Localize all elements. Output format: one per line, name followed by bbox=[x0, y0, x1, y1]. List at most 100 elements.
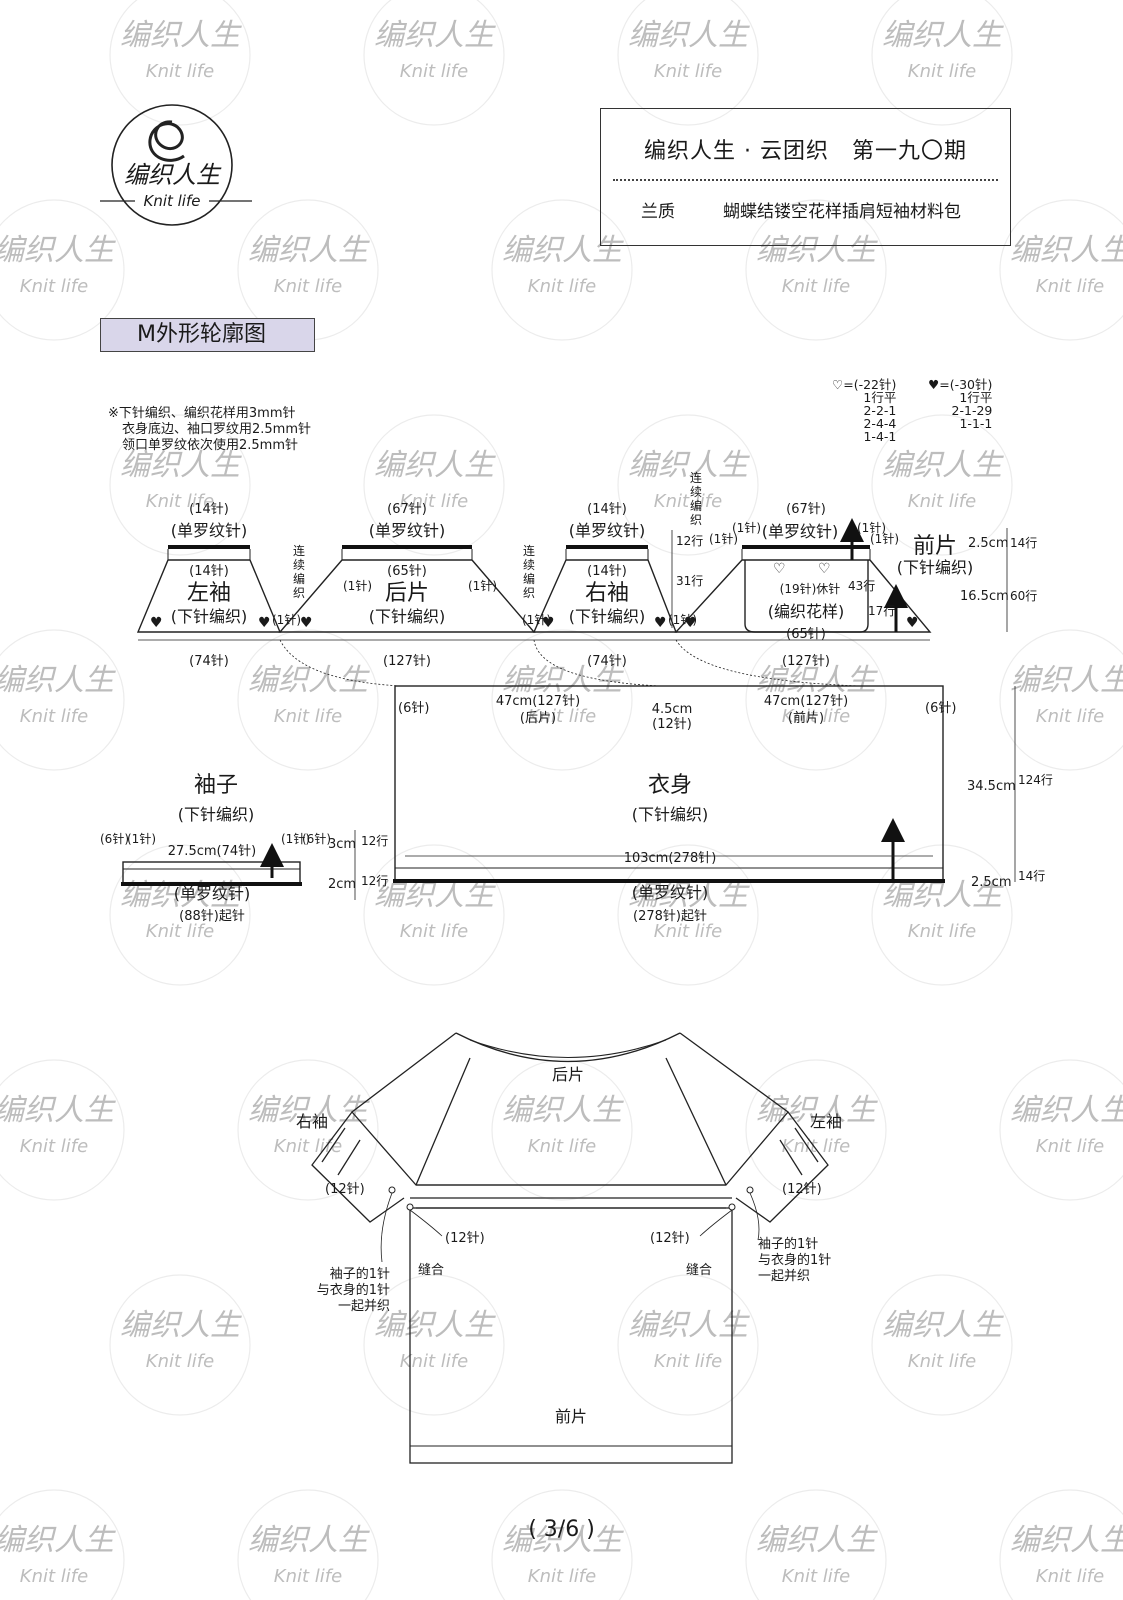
watermark-circle bbox=[491, 1489, 633, 1600]
section-title: M外形轮廓图 bbox=[100, 318, 315, 352]
body-edge-left: (6针) bbox=[398, 701, 429, 716]
watermark-circle bbox=[237, 1489, 379, 1600]
right-sleeve-method: (下针编织) bbox=[569, 607, 646, 626]
solid-heart-icon: ♥ bbox=[300, 615, 313, 631]
one-st-label: (1针) bbox=[468, 578, 497, 593]
sleeve-side1-left: (1针) bbox=[127, 831, 156, 846]
watermark-text: 编织人生 bbox=[374, 1308, 496, 1343]
solid-heart-icon: ♥ bbox=[684, 615, 697, 631]
right-sleeve-rib: (单罗纹针) bbox=[569, 521, 646, 540]
left-sleeve-rib: (单罗纹针) bbox=[171, 521, 248, 540]
watermark-circle bbox=[999, 1059, 1123, 1201]
join-note-line: 一起并织 bbox=[338, 1299, 390, 1314]
continuous-knit-label: 连 续 编 织 连 续 编 织 连 续 编 织 bbox=[293, 470, 702, 600]
yoke-height: 16.5cm bbox=[960, 589, 1009, 604]
body-height-rows: 124行 bbox=[1018, 773, 1053, 787]
body-method: (下针编织) bbox=[632, 805, 709, 824]
body-rib-height: 2.5cm bbox=[971, 875, 1012, 890]
watermark-text: 编织人生 bbox=[0, 663, 116, 698]
assembly-front-label: 前片 bbox=[555, 1407, 587, 1426]
continuous-char: 编 bbox=[690, 498, 702, 513]
assembly-st12: (12针) bbox=[650, 1231, 690, 1246]
open-heart-icon: ♡ bbox=[832, 377, 844, 392]
sleeve-side6-left: (6针) bbox=[100, 831, 129, 846]
one-stitch-labels: (1针) (1针) (1针) (1针) (1针) (1针) (1针) (1针) … bbox=[272, 520, 899, 627]
left-sleeve-top-st: (14针) bbox=[189, 502, 229, 517]
yoke-rows: 60行 bbox=[1010, 589, 1037, 603]
sleeve-side1-right: (1针) bbox=[281, 831, 310, 846]
watermark-text: 编织人生 bbox=[1010, 663, 1123, 698]
watermark-text: 编织人生 bbox=[628, 18, 750, 53]
watermark-circle bbox=[745, 1489, 887, 1600]
sleeve-h1-rows: 12行 bbox=[361, 834, 388, 848]
watermark-text: 编织人生 bbox=[0, 1523, 116, 1558]
continuous-char: 编 bbox=[523, 571, 535, 586]
continuous-char: 织 bbox=[293, 586, 305, 600]
watermark-circle bbox=[871, 414, 1013, 556]
open-heart-icon: ♡ bbox=[773, 561, 786, 577]
watermark-text: 编织人生 bbox=[756, 233, 878, 268]
assembly-diagram bbox=[311, 1032, 829, 1464]
sleeve-side6-right: (6针) bbox=[302, 831, 331, 846]
watermark-text: 编织人生 bbox=[0, 1093, 116, 1128]
legend-row: 2-2-1 bbox=[863, 403, 897, 418]
watermark-text: 编织人生 bbox=[120, 18, 242, 53]
front-inner-st: (65针) bbox=[786, 627, 826, 642]
join-note-line: 袖子的1针 bbox=[758, 1236, 818, 1252]
watermark-text: 编织人生 bbox=[248, 1093, 370, 1128]
watermark-text: 编织人生 bbox=[882, 1308, 1004, 1343]
note-line: 领口单罗纹依次使用2.5mm针 bbox=[122, 438, 299, 453]
sleeve-method: (下针编织) bbox=[178, 805, 255, 824]
continuous-char: 连 bbox=[293, 543, 305, 558]
watermark-text: Knit life bbox=[400, 491, 468, 512]
continuous-char: 续 bbox=[523, 558, 535, 572]
watermark-circle bbox=[363, 0, 505, 126]
watermark-text: 编织人生 bbox=[374, 448, 496, 483]
left-sleeve-inner-st: (14针) bbox=[189, 564, 229, 579]
open-heart-icon: ♡ bbox=[818, 561, 831, 577]
legend-row: 1行平 bbox=[863, 390, 897, 405]
header-title: 编织人生 · 云团织 第一九〇期 bbox=[644, 139, 967, 164]
one-st-label: (1针) bbox=[668, 612, 697, 627]
watermark-text: Knit life bbox=[20, 1566, 88, 1587]
product-name: 蝴蝶结镂空花样插肩短袖材料包 bbox=[723, 202, 961, 222]
back-bottom-st: (127针) bbox=[383, 654, 431, 669]
watermark-text: Knit life bbox=[146, 1351, 214, 1372]
solid-heart-icon: ♥ bbox=[542, 615, 555, 631]
join-note-line: 与衣身的1针 bbox=[758, 1252, 831, 1268]
watermark-circle bbox=[999, 1489, 1123, 1600]
watermark-text: Knit life bbox=[908, 61, 976, 82]
watermark-text: Knit life bbox=[1036, 276, 1104, 297]
continuous-char: 织 bbox=[523, 586, 535, 600]
note-line: ※下针编织、编织花样用3mm针 bbox=[108, 406, 296, 421]
back-method: (下针编织) bbox=[369, 607, 446, 626]
join-note-line: 一起并织 bbox=[758, 1269, 810, 1284]
sleeve-rib: (单罗纹针) bbox=[174, 884, 251, 903]
one-st-label: (1针) bbox=[272, 612, 301, 627]
watermark-text: Knit life bbox=[1036, 706, 1104, 727]
watermark-text: 编织人生 bbox=[120, 1308, 242, 1343]
watermark-text: 编织人生 bbox=[248, 1523, 370, 1558]
watermark-text: Knit life bbox=[528, 276, 596, 297]
left-sleeve-bottom-st: (74针) bbox=[189, 654, 229, 669]
watermark-circle bbox=[491, 629, 633, 771]
watermark-text: Knit life bbox=[146, 61, 214, 82]
back-name: 后片 bbox=[385, 581, 429, 606]
one-st-label: (1针) bbox=[732, 520, 761, 535]
watermark-text: 编织人生 bbox=[1010, 1093, 1123, 1128]
watermark-circle bbox=[109, 1274, 251, 1416]
watermark-text: Knit life bbox=[654, 1351, 722, 1372]
watermark-text: Knit life bbox=[528, 1566, 596, 1587]
back-inner-st: (65针) bbox=[387, 564, 427, 579]
header-divider bbox=[613, 179, 998, 181]
front-name: 前片 bbox=[913, 534, 957, 559]
sleeve-h2-rows: 12行 bbox=[361, 874, 388, 888]
yoke-rib-height: 2.5cm bbox=[968, 536, 1009, 551]
watermark-circle bbox=[0, 199, 125, 341]
watermark-text: 编织人生 bbox=[120, 448, 242, 483]
watermark-circle bbox=[0, 629, 125, 771]
legend-row: 1-4-1 bbox=[863, 429, 897, 444]
watermark-circle bbox=[617, 414, 759, 556]
